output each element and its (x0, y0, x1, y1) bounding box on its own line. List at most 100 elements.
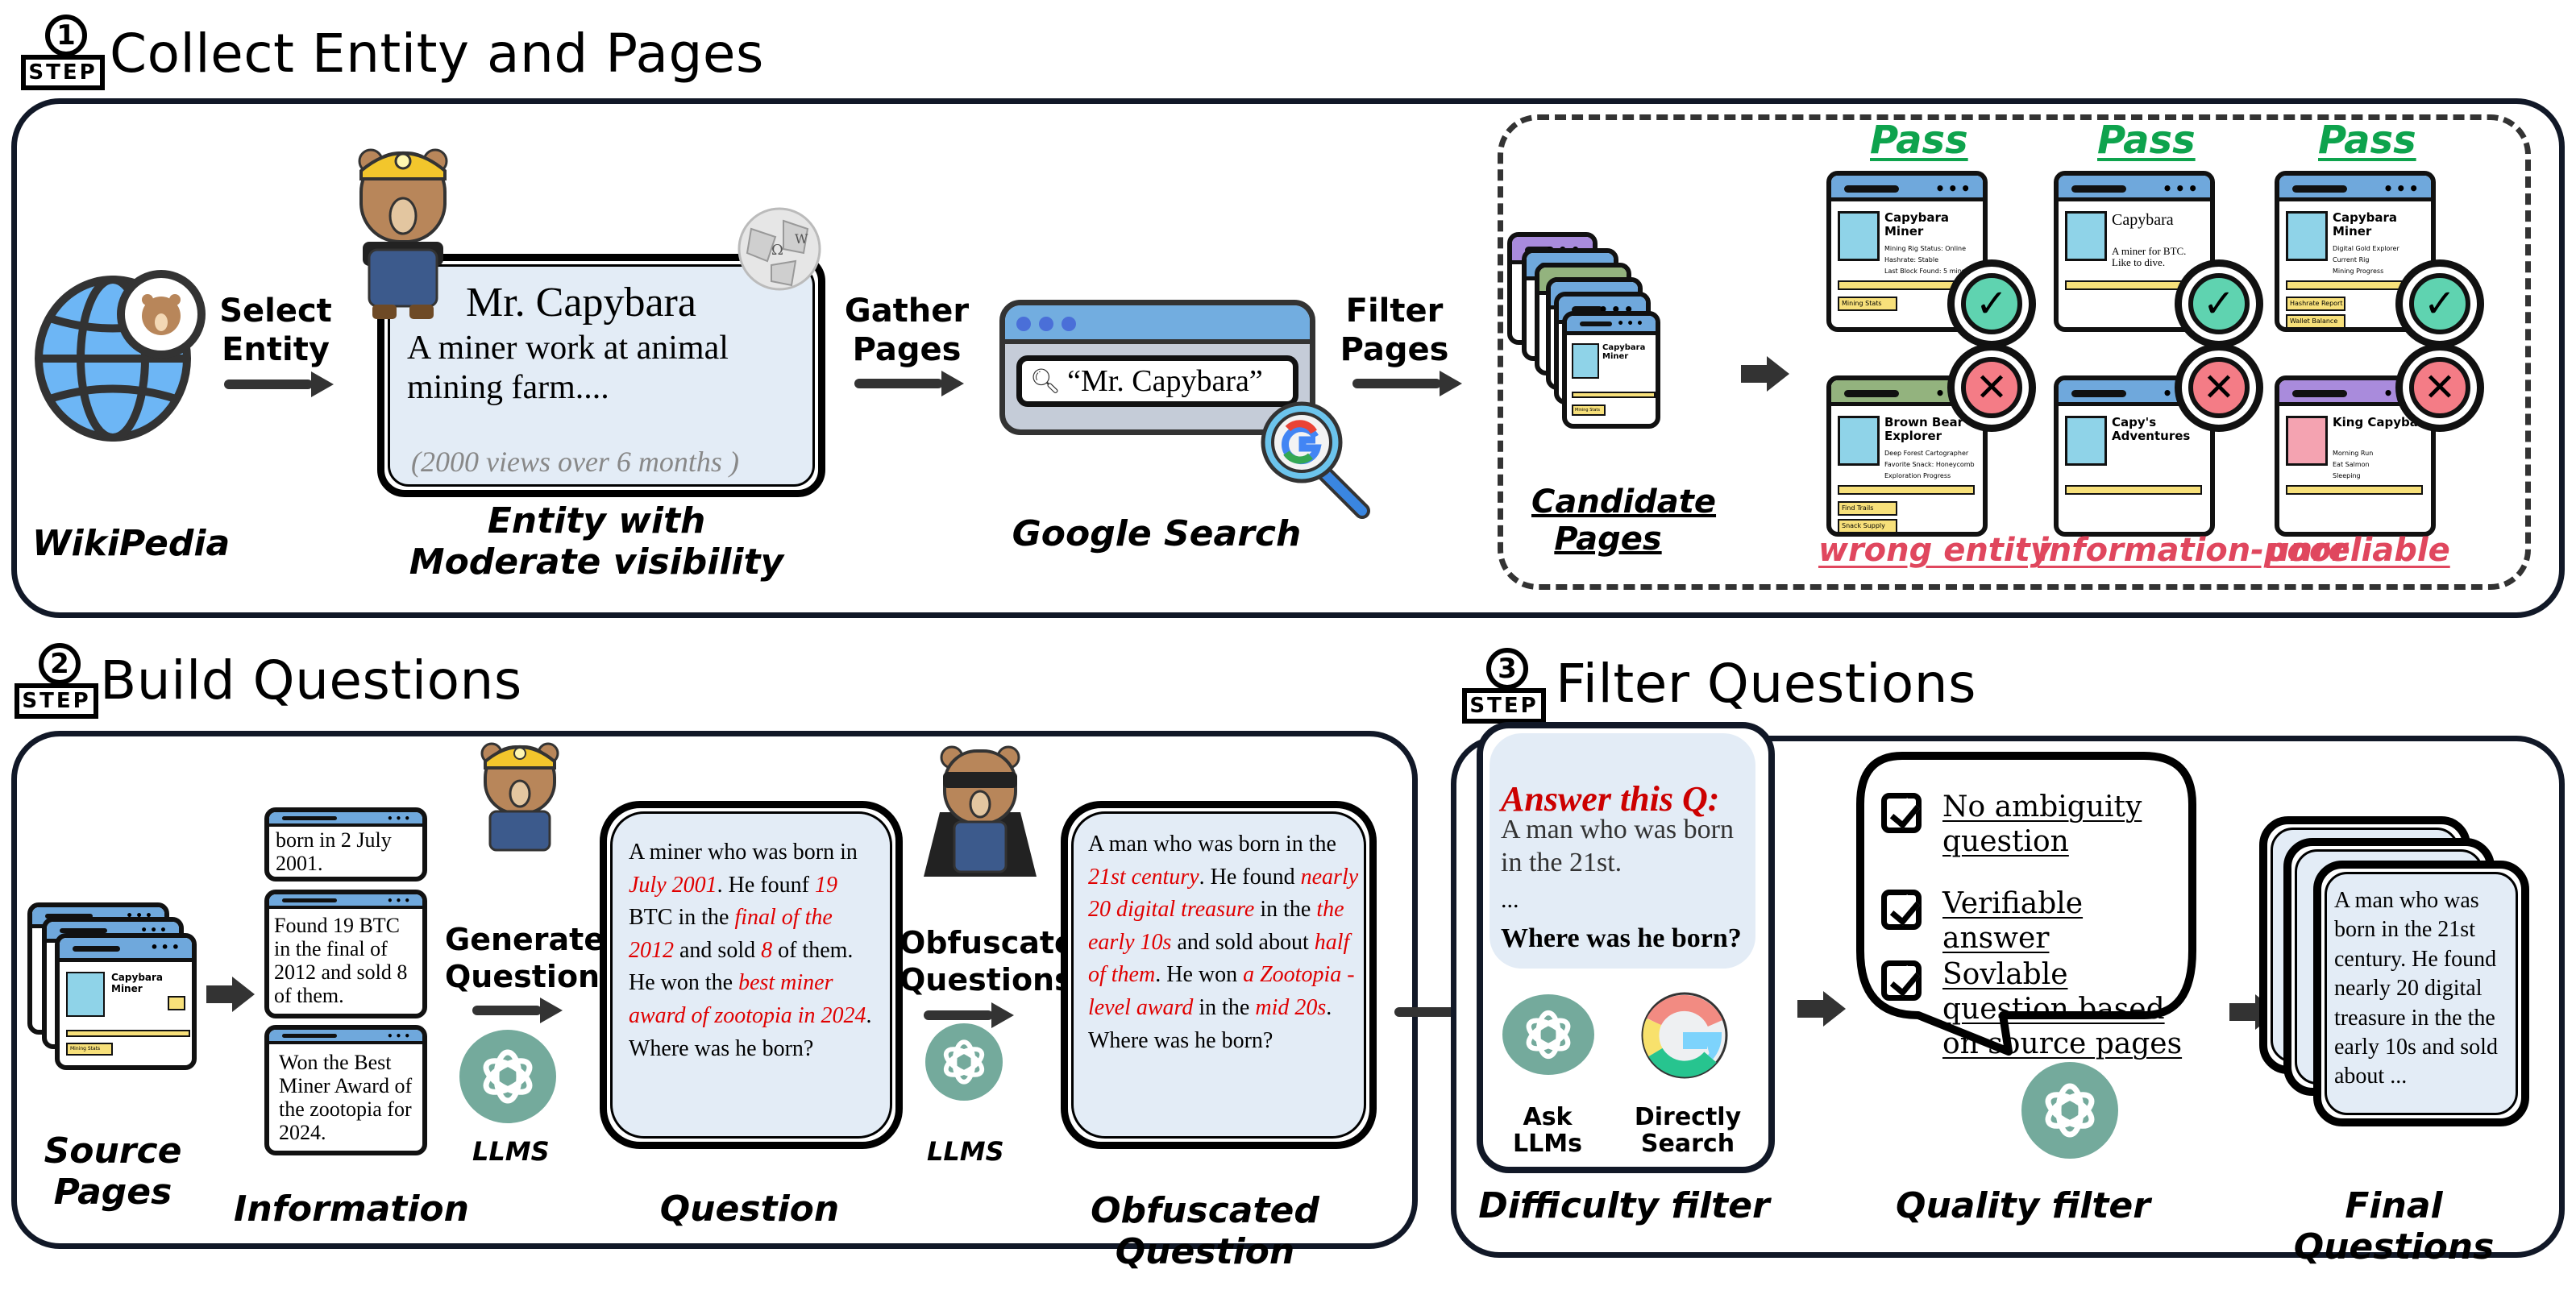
entity-views: (2000 views over 6 months ) (411, 446, 739, 478)
quality-check-label: No ambiguity question (1942, 790, 2142, 859)
page-detail-line: Mining Progress (2333, 268, 2384, 275)
final-questions-caption: Final Questions (2293, 1185, 2495, 1267)
rejection-reason-label: information-poor (2038, 532, 2348, 569)
page-detail-line: Last Block Found: 5 mins ago (1884, 268, 1980, 275)
page-detail-line: Deep Forest Cartographer (1884, 450, 1969, 457)
highlighted-fact: July 2001 (629, 872, 717, 898)
highlighted-fact: final of the 2012 (629, 905, 833, 963)
question-fragment: of them. He won the (629, 937, 854, 996)
filtered-page: •••Capy's Adventures (2054, 375, 2215, 537)
page-avatar (2065, 416, 2107, 466)
answer-prompt-heading: Answer this Q: (1501, 779, 1720, 819)
page-detail-line: Morning Run (2333, 450, 2374, 457)
answer-prompt-bubble (1490, 733, 1755, 969)
openai-logo-icon (1502, 994, 1594, 1075)
page-button: Mining Stats (1838, 297, 1897, 311)
question-ask: Where was he born? (629, 1035, 814, 1061)
directly-search-label: Directly Search (1634, 1103, 1742, 1158)
select-entity-arrow (224, 371, 337, 397)
browser-titlebar (1005, 305, 1310, 344)
highlighted-fact: 8 (761, 937, 773, 963)
google-search-caption: Google Search (1012, 513, 1302, 554)
obfuscated-question-caption: Obfuscated Question (1091, 1190, 1319, 1272)
candidate-page: ••• Capybara Miner Mining Stats (1562, 311, 1660, 429)
question-fragment: . (1326, 994, 1332, 1020)
google-magnifier-icon (1261, 401, 1370, 519)
page-detail-line: Mining Rig Status: Online (1884, 245, 1967, 252)
gather-pages-arrow (854, 371, 967, 396)
to-filtered-pages-arrow (1741, 356, 1789, 392)
candidate-button: Mining Stats (1572, 404, 1606, 416)
llms-label: LLMS (927, 1136, 1004, 1167)
entity-caption: Entity with Moderate visibility (409, 500, 784, 583)
question-fragment: in the (1254, 897, 1317, 923)
search-icon: 🔍︎ (1030, 367, 1062, 396)
page-button: Snack Supply (1838, 519, 1897, 532)
obfuscated-question-box (1061, 801, 1377, 1149)
highlighted-fact: nearly 20 digital treasure (1088, 864, 1359, 923)
quality-check-item: No ambiguity question (1881, 790, 2188, 859)
step-label: STEP (1462, 688, 1546, 724)
page-title: King Capybara (2333, 415, 2433, 429)
step-number: 1 (45, 15, 87, 56)
step-number: 3 (1486, 648, 1528, 690)
page-detail-line: Current Rig (2333, 256, 2370, 263)
page-detail-line: Like to dive. (2112, 256, 2166, 268)
entity-name: Mr. Capybara (466, 280, 696, 326)
pass-label: Pass (1870, 118, 1968, 163)
page-avatar (1838, 211, 1880, 261)
entity-description: A miner work at animal mining farm.... (407, 330, 729, 406)
highlighted-fact: 19 (814, 872, 837, 898)
step-number: 2 (39, 643, 81, 685)
candidate-pages-caption: Candidate Pages (1531, 483, 1717, 558)
step-3-title: Filter Questions (1556, 653, 1977, 715)
page-title: Capybara Miner (2333, 210, 2398, 239)
source-page: ••• Capybara Miner Mining Stats (55, 933, 197, 1070)
question-fragment: in the (1193, 994, 1256, 1020)
page-filter-region (1498, 114, 2531, 590)
page-avatar (2065, 211, 2107, 261)
page-detail-line: Favorite Snack: Honeycomb (1884, 461, 1975, 468)
generate-questions-label: Generate Questions (445, 922, 618, 994)
page-button: Find Trails (1838, 501, 1897, 516)
select-entity-label: Select Entity (219, 292, 332, 368)
question-fragment: and sold about (1171, 929, 1315, 955)
window-dot-icon (1016, 317, 1031, 331)
obfuscated-question-text: A man who was born in the 21st century. … (1088, 828, 1362, 1057)
information-text: Found 19 BTC in the final of 2012 and so… (274, 914, 408, 1008)
entity-card (377, 254, 825, 497)
page-detail-line: A miner for BTC. (2112, 245, 2187, 257)
question-fragment: BTC in the (629, 905, 735, 931)
svg-text:W: W (795, 231, 808, 247)
step-2-badge: 2 STEP (15, 643, 98, 727)
question-fragment: A man who was born in the (1088, 832, 1336, 857)
page-title: Capy's Adventures (2112, 415, 2191, 443)
rejection-reason-label: wrong entity (1818, 532, 2051, 569)
answer-prompt-question: Where was he born? (1501, 923, 1742, 953)
question-fragment: . He founf (717, 872, 815, 898)
quality-filter-caption: Quality filter (1896, 1185, 2150, 1226)
final-question-text: A man who was born in the 21st century. … (2334, 888, 2498, 1089)
step-label: STEP (21, 55, 105, 90)
reject-badge-icon: ✕ (2175, 343, 2263, 432)
obfuscate-questions-label: Obfuscate Questions (900, 925, 1075, 998)
question-caption: Question (659, 1188, 840, 1230)
final-question-card (2313, 861, 2529, 1126)
quality-check-item: Verifiable answer (1881, 886, 2188, 956)
source-page-title: Capybara Miner (111, 972, 164, 995)
capybara-miner-icon (358, 148, 448, 319)
ask-llms-label: Ask LLMs (1513, 1103, 1582, 1158)
capybara-miner-icon (480, 742, 559, 852)
wikipedia-globe-icon: Ω W (737, 207, 821, 291)
difficulty-filter-caption: Difficulty filter (1478, 1185, 1770, 1226)
checkbox-checked-icon (1881, 960, 1922, 1001)
globe-with-capybara-icon (35, 270, 206, 442)
answer-prompt-ellipsis: ... (1501, 886, 1519, 913)
highlighted-fact: 21st century (1088, 864, 1199, 890)
pass-label: Pass (2318, 118, 2416, 163)
highlighted-fact: the early 10s (1088, 897, 1344, 955)
pass-label: Pass (2097, 118, 2196, 163)
highlighted-fact: half of them (1088, 929, 1350, 988)
search-input[interactable]: 🔍︎ “Mr. Capybara” (1016, 355, 1298, 407)
page-avatar (2286, 416, 2328, 466)
